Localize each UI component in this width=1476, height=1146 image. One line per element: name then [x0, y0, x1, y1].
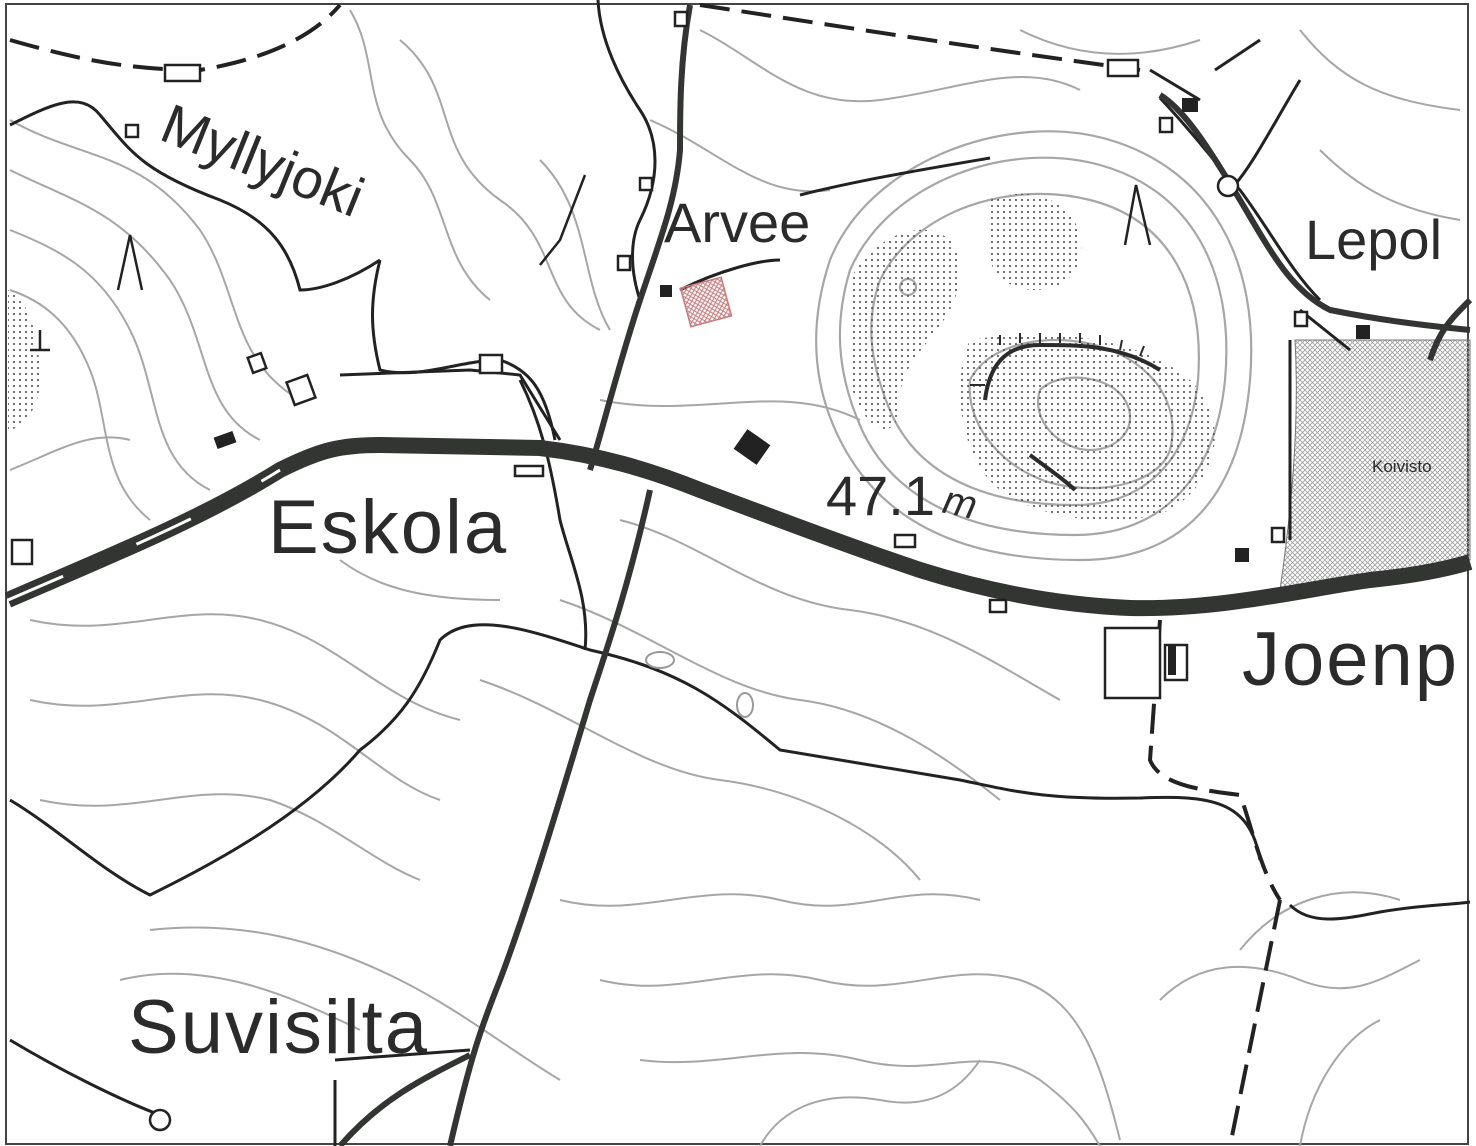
road-nodes [148, 174, 1240, 1132]
highlighted-building [679, 276, 733, 328]
main-road-highlight [7, 468, 281, 602]
elevation-value: 47.1 [826, 464, 935, 527]
label-eskola: Eskola [268, 485, 509, 570]
filled-buildings [213, 98, 1370, 675]
pit-ticks [970, 333, 1145, 386]
label-lepol: Lepol [1305, 208, 1443, 271]
slope-marks [30, 174, 1152, 352]
label-suvisilta: Suvisilta [128, 985, 429, 1070]
map-border [5, 3, 1469, 1145]
main-road [4, 436, 1473, 617]
contour-lines [9, 9, 1461, 1146]
hill-dotted-area [8, 193, 1215, 521]
pit-edge [983, 342, 1162, 492]
secondary-road [337, 4, 1473, 1146]
small-ovals [645, 651, 754, 718]
label-koivisto: Koivisto [1372, 457, 1432, 476]
label-joenp: Joenp [1242, 617, 1460, 702]
label-arvee: Arvee [664, 191, 811, 254]
buildings [10, 10, 1309, 700]
